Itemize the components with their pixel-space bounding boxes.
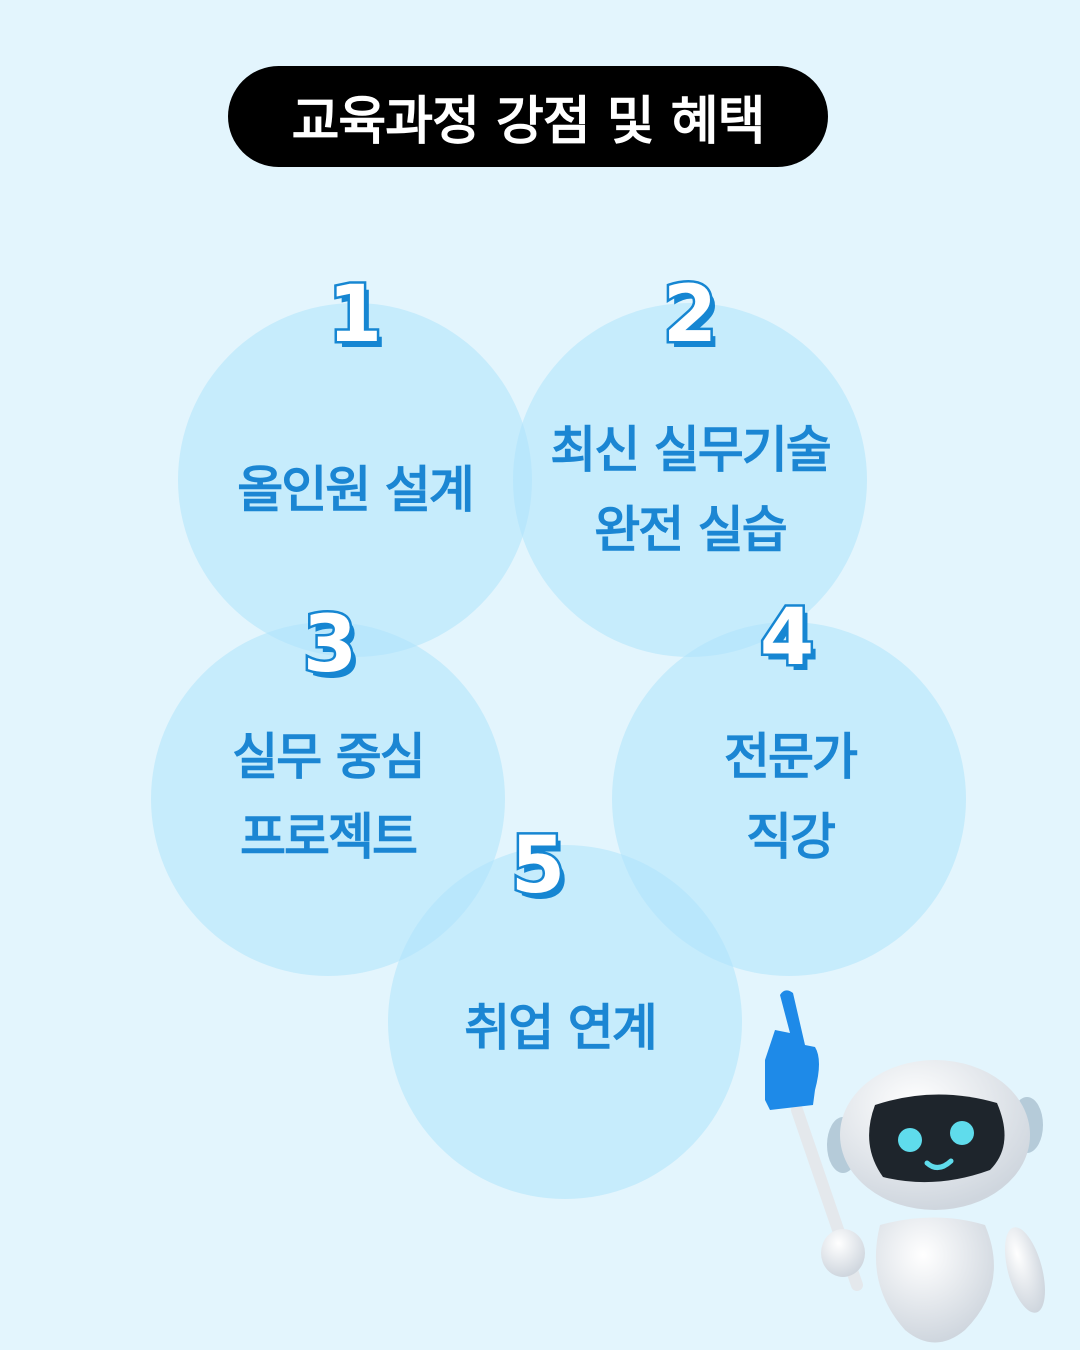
item-1-label: 올인원 설계 (237, 450, 474, 530)
number-badge-1: 1 (325, 268, 384, 363)
label-line: 직강 (746, 808, 836, 866)
circle-1 (178, 303, 532, 657)
label-line: 완전 실습 (594, 501, 787, 559)
label-line: 최신 실무기술 (550, 421, 831, 479)
circle-5 (388, 845, 742, 1199)
number-badge-2: 2 (660, 268, 719, 363)
number-badge-3: 3 (300, 598, 359, 693)
label-line: 취업 연계 (464, 999, 657, 1057)
title-text: 교육과정 강점 및 혜택 (291, 92, 766, 152)
label-line: 올인원 설계 (237, 461, 474, 519)
circle-2 (513, 303, 867, 657)
label-line: 실무 중심 (232, 728, 425, 786)
label-line: 전문가 (724, 728, 858, 786)
title-banner: 교육과정 강점 및 혜택 (228, 66, 828, 167)
robot-mascot-icon (765, 990, 1045, 1343)
label-line: 프로젝트 (239, 808, 418, 866)
item-5-label: 취업 연계 (464, 988, 657, 1068)
number-badge-5: 5 (508, 819, 567, 914)
number-badge-4: 4 (757, 591, 816, 686)
